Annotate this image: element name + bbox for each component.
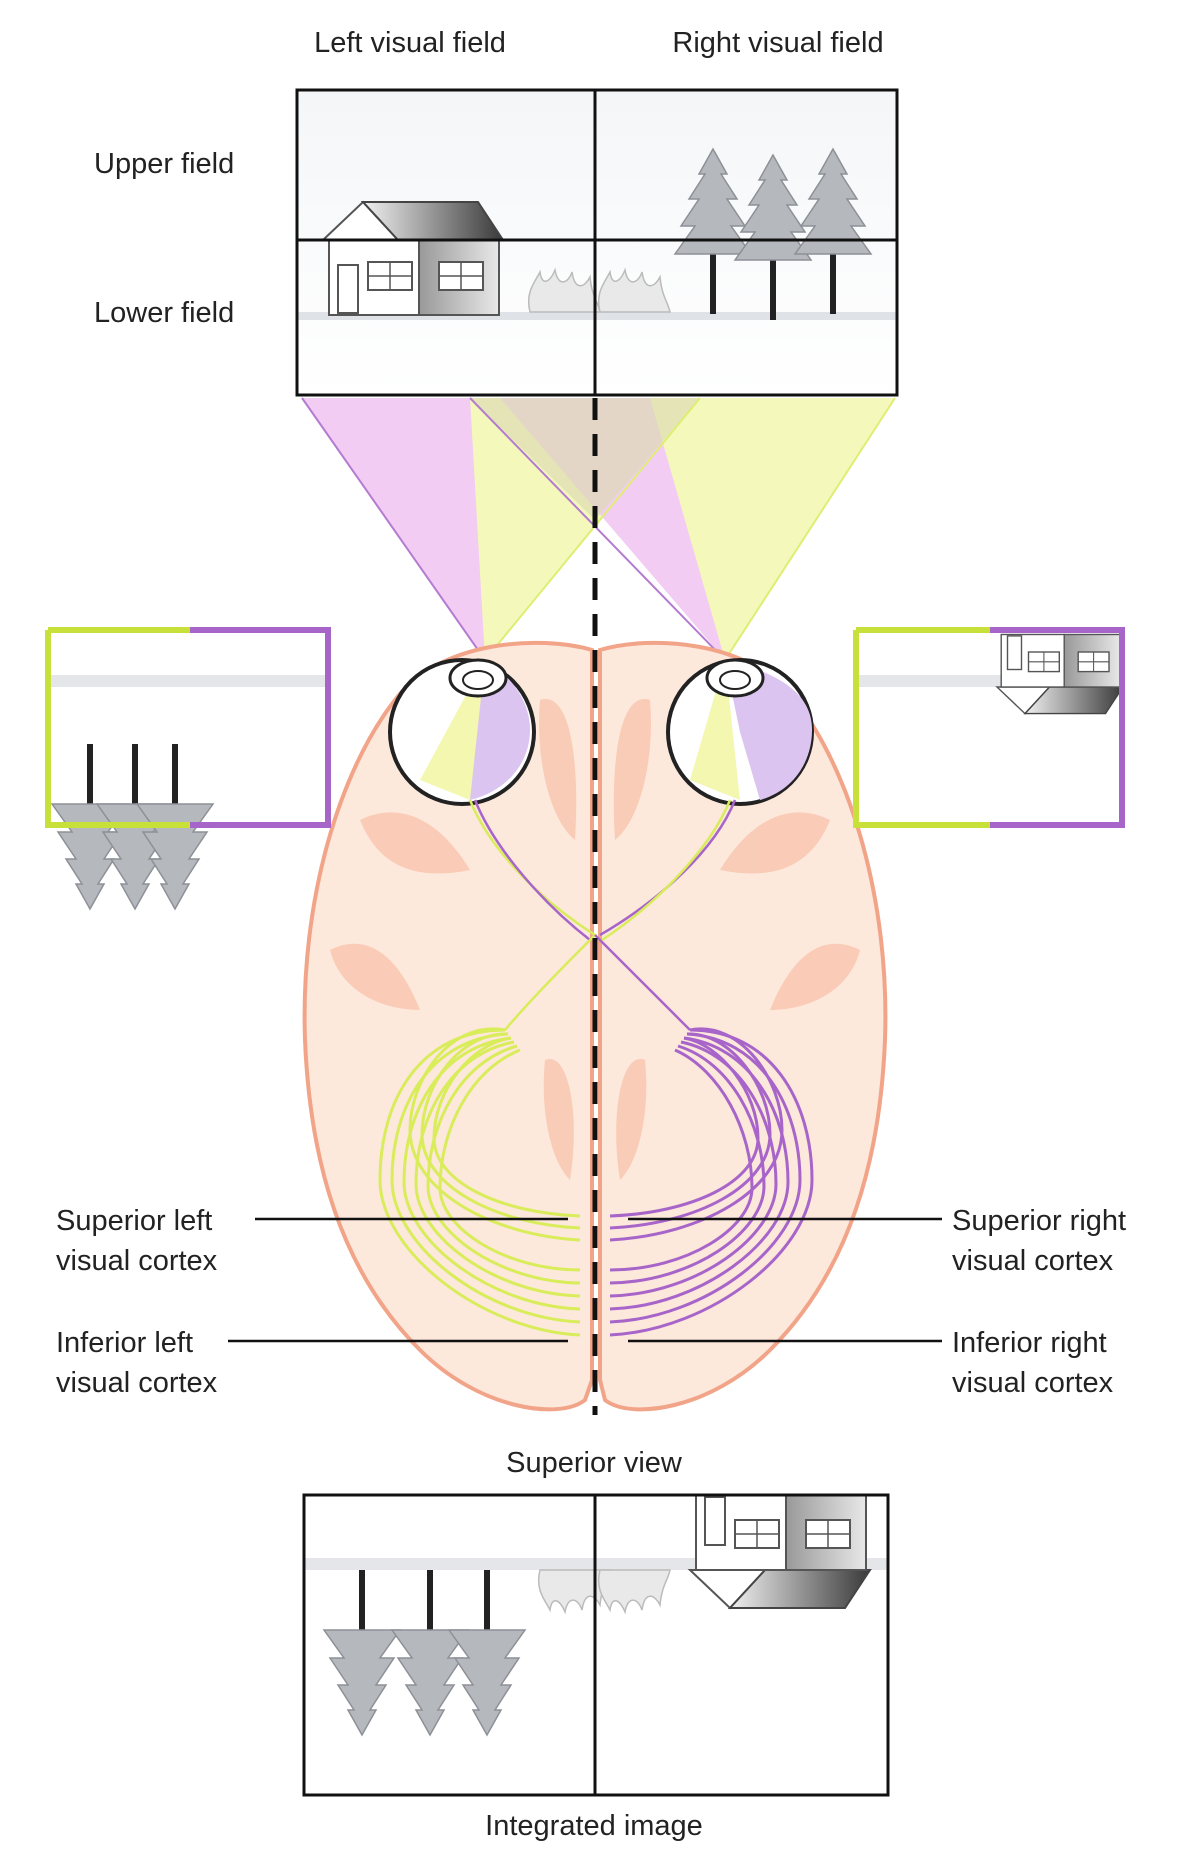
right-optic-radiation [609, 1027, 814, 1337]
integrated-image-panel [302, 1493, 890, 1797]
inferior-left-label-line1: Inferior left [56, 1327, 193, 1359]
inferior-right-label-line2: visual cortex [952, 1367, 1114, 1399]
right-visual-field-label: Right visual field [672, 27, 883, 59]
superior-left-label-line2: visual cortex [56, 1245, 218, 1277]
superior-right-label-line1: Superior right [952, 1205, 1126, 1237]
right-eye-icon [666, 658, 814, 806]
upper-field-label: Upper field [94, 148, 234, 180]
left-eye-icon [388, 658, 536, 806]
lower-field-label: Lower field [94, 297, 234, 329]
visual-field-panel [295, 88, 899, 397]
left-retinal-image [45, 627, 331, 910]
leader-lines [228, 1217, 942, 1343]
projection-cones [301, 397, 896, 661]
integrated-image-label: Integrated image [485, 1810, 703, 1842]
optic-pathway [468, 799, 737, 1031]
superior-view-label: Superior view [506, 1447, 683, 1479]
left-optic-radiation [378, 1027, 581, 1337]
right-retinal-image [853, 627, 1125, 828]
superior-right-label-line2: visual cortex [952, 1245, 1114, 1277]
brain-icon [302, 640, 888, 1412]
left-visual-field-label: Left visual field [314, 27, 506, 59]
superior-left-label-line1: Superior left [56, 1205, 212, 1237]
inferior-left-label-line2: visual cortex [56, 1367, 218, 1399]
inferior-right-label-line1: Inferior right [952, 1327, 1107, 1359]
